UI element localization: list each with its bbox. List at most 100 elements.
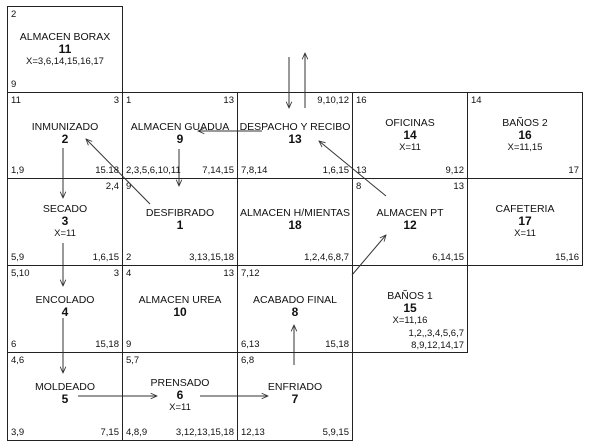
department-name: ALMACEN UREA: [138, 294, 222, 306]
corner-bottom-left: 6: [11, 339, 17, 350]
corner-bottom-left: 7,8,14: [241, 165, 268, 176]
department-name: ACABADO FINAL: [252, 294, 338, 306]
corner-bottom-left: 9: [126, 339, 132, 350]
corner-top-right: 3: [113, 268, 119, 279]
corner-top-left: 11: [11, 95, 21, 106]
corner-top-left: 6,8: [241, 355, 255, 366]
department-number: 8: [291, 305, 299, 319]
corner-top-left: 4,6: [11, 355, 25, 366]
corner-top-left: 5,10: [11, 268, 30, 279]
corner-top-left: 14: [471, 95, 482, 106]
corner-bottom-right: 15.18: [95, 165, 119, 176]
corner-top-right: 13: [453, 181, 464, 192]
corner-bottom-left: 13: [356, 165, 367, 176]
corner-bottom-right: 7,14,15: [202, 165, 234, 176]
extra-relation-line: 8,9,12,14,17: [411, 340, 464, 351]
corner-bottom-right: 15,16: [555, 252, 579, 263]
corner-top-right: 9,10,12: [317, 95, 349, 106]
corner-bottom-right: 15,18: [95, 339, 119, 350]
department-name: DESPACHO Y RECIBO: [239, 121, 351, 133]
corner-top-left: 4: [126, 268, 132, 279]
corner-bottom-right: 3,12,13,15,18: [175, 427, 234, 438]
x-relation: X=11,15: [507, 142, 543, 153]
department-number: 2: [61, 132, 69, 146]
department-number: 1: [176, 218, 184, 232]
department-name: DESFIBRADO: [145, 207, 215, 219]
department-number: 4: [61, 305, 69, 319]
corner-top-left: 7,12: [241, 268, 260, 279]
department-name: ALMACEN PT: [376, 207, 444, 219]
corner-bottom-left: 2,3,5,6,10,11: [126, 165, 181, 176]
department-name: CAFETERIA: [495, 203, 555, 215]
x-relation: X=11: [54, 228, 76, 239]
department-name: SECADO: [42, 203, 88, 215]
department-number: 13: [288, 132, 302, 146]
corner-bottom-left: 9: [11, 79, 17, 90]
corner-top-right: 3: [113, 95, 119, 106]
x-relation: X=11,16: [392, 315, 428, 326]
corner-bottom-right: 1,6,15: [92, 252, 119, 263]
department-number: 17: [518, 214, 532, 228]
corner-bottom-right: 1,6,15: [322, 165, 349, 176]
corner-bottom-right: 3,13,15,18: [189, 252, 234, 263]
x-relation: X=3,6,14,15,16,17: [26, 56, 104, 67]
extra-relation-line: 1,2,,3,4,5,6,7: [408, 328, 464, 339]
department-name: ALMACEN BORAX: [19, 31, 111, 43]
corner-bottom-right: 6,14,15: [432, 252, 464, 263]
department-name: INMUNIZADO: [31, 121, 99, 133]
corner-bottom-left: 5,9: [11, 252, 25, 263]
corner-top-right: 13: [223, 95, 234, 106]
department-number: 15: [403, 301, 417, 315]
department-name: ENCOLADO: [35, 294, 95, 306]
department-number: 18: [288, 218, 302, 232]
department-number: 14: [403, 128, 417, 142]
corner-bottom-right: 9,12: [445, 165, 465, 176]
corner-bottom-right: 15,18: [325, 339, 349, 350]
x-relation: X=11: [169, 402, 191, 413]
department-name: PRENSADO: [150, 377, 210, 389]
corner-bottom-left: 12,13: [241, 427, 265, 438]
x-relation: X=11: [514, 228, 536, 239]
corner-bottom-right: 7,15: [100, 427, 120, 438]
corner-bottom-left: 1,9: [11, 165, 25, 176]
department-name: BAÑOS 2: [502, 117, 548, 129]
department-name: ALMACEN GUADUA: [130, 121, 230, 133]
department-number: 11: [58, 42, 72, 56]
department-name: OFICINAS: [385, 117, 435, 129]
corner-top-right: 2,4: [105, 181, 119, 192]
corner-top-left: 8: [356, 181, 362, 192]
department-number: 5: [61, 392, 69, 406]
corner-top-right: 13: [223, 268, 234, 279]
corner-bottom-right: 17: [568, 165, 579, 176]
corner-top-left: 9: [126, 181, 132, 192]
